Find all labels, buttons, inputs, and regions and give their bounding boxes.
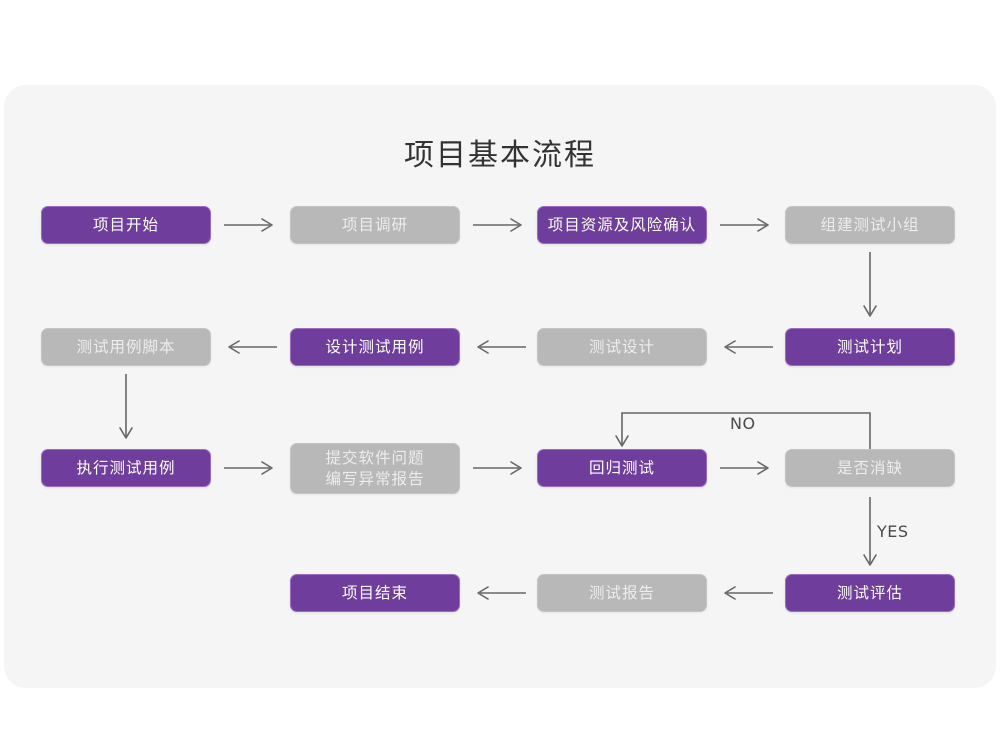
flow-node-label: 项目开始 [92, 215, 159, 234]
flow-node-label: 是否消缺 [836, 458, 903, 477]
flow-node-label: 执行测试用例 [76, 458, 176, 477]
flow-node-label: 项目结束 [341, 583, 408, 602]
flow-node-label: 提交软件问题 [325, 448, 425, 467]
edge-label-no: NO [730, 414, 756, 433]
page-title: 项目基本流程 [404, 138, 596, 173]
flow-node-label-line2: 编写异常报告 [325, 469, 425, 488]
flow-node-test-report[interactable]: 测试报告 [537, 574, 707, 612]
flow-node-label: 测试报告 [588, 583, 655, 602]
flow-node-label: 回归测试 [588, 458, 655, 477]
flow-node-submit-issue-report[interactable]: 提交软件问题 编写异常报告 [290, 443, 460, 494]
flow-node-project-start[interactable]: 项目开始 [41, 206, 211, 244]
flow-node-label: 设计测试用例 [325, 337, 425, 356]
flow-node-label: 测试设计 [588, 337, 655, 356]
flow-node-label: 测试用例脚本 [76, 337, 176, 356]
edge-label-yes: YES [877, 522, 909, 541]
flow-node-project-end[interactable]: 项目结束 [290, 574, 460, 612]
flow-node-label: 项目资源及风险确认 [547, 215, 697, 234]
flow-node-defect-resolved[interactable]: 是否消缺 [785, 449, 955, 487]
flow-node-build-test-team[interactable]: 组建测试小组 [785, 206, 955, 244]
flow-node-test-evaluation[interactable]: 测试评估 [785, 574, 955, 612]
flow-node-regression-test[interactable]: 回归测试 [537, 449, 707, 487]
flow-node-test-case-script[interactable]: 测试用例脚本 [41, 328, 211, 366]
flow-node-label: 项目调研 [341, 215, 408, 234]
flow-node-design-test-case[interactable]: 设计测试用例 [290, 328, 460, 366]
flow-node-label: 测试计划 [836, 337, 903, 356]
flow-node-test-plan[interactable]: 测试计划 [785, 328, 955, 366]
flow-node-label: 组建测试小组 [820, 215, 920, 234]
flow-node-resource-risk-confirm[interactable]: 项目资源及风险确认 [537, 206, 707, 244]
flow-node-label: 测试评估 [836, 583, 903, 602]
flow-node-project-research[interactable]: 项目调研 [290, 206, 460, 244]
flow-node-test-design[interactable]: 测试设计 [537, 328, 707, 366]
flow-node-execute-test-case[interactable]: 执行测试用例 [41, 449, 211, 487]
